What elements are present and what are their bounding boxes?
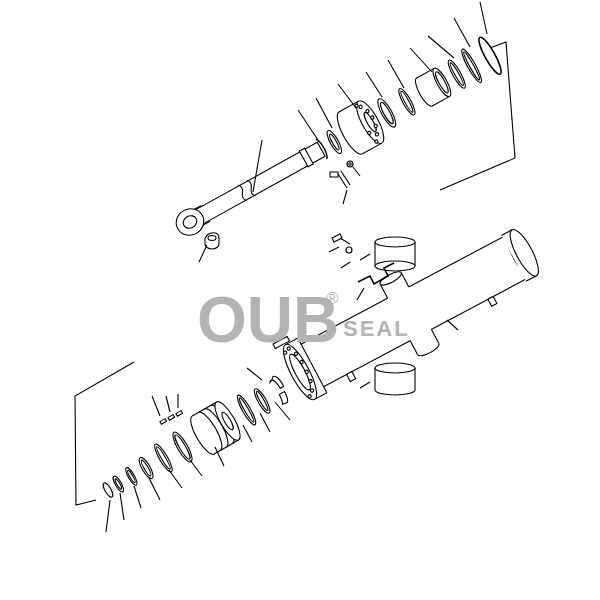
rod-assembly	[166, 32, 506, 249]
piston-assembly	[94, 369, 295, 511]
pins	[160, 411, 183, 425]
leader-lines	[75, 362, 290, 532]
watermark-text: SEAL	[343, 318, 410, 340]
trunnion-bushing	[375, 237, 415, 271]
watermark-logo: OUB	[197, 288, 339, 352]
leader-lines	[199, 2, 515, 262]
bolt-washer	[330, 161, 353, 188]
trunnion-bushing	[375, 363, 415, 395]
watermark-mark: ®	[326, 290, 339, 307]
